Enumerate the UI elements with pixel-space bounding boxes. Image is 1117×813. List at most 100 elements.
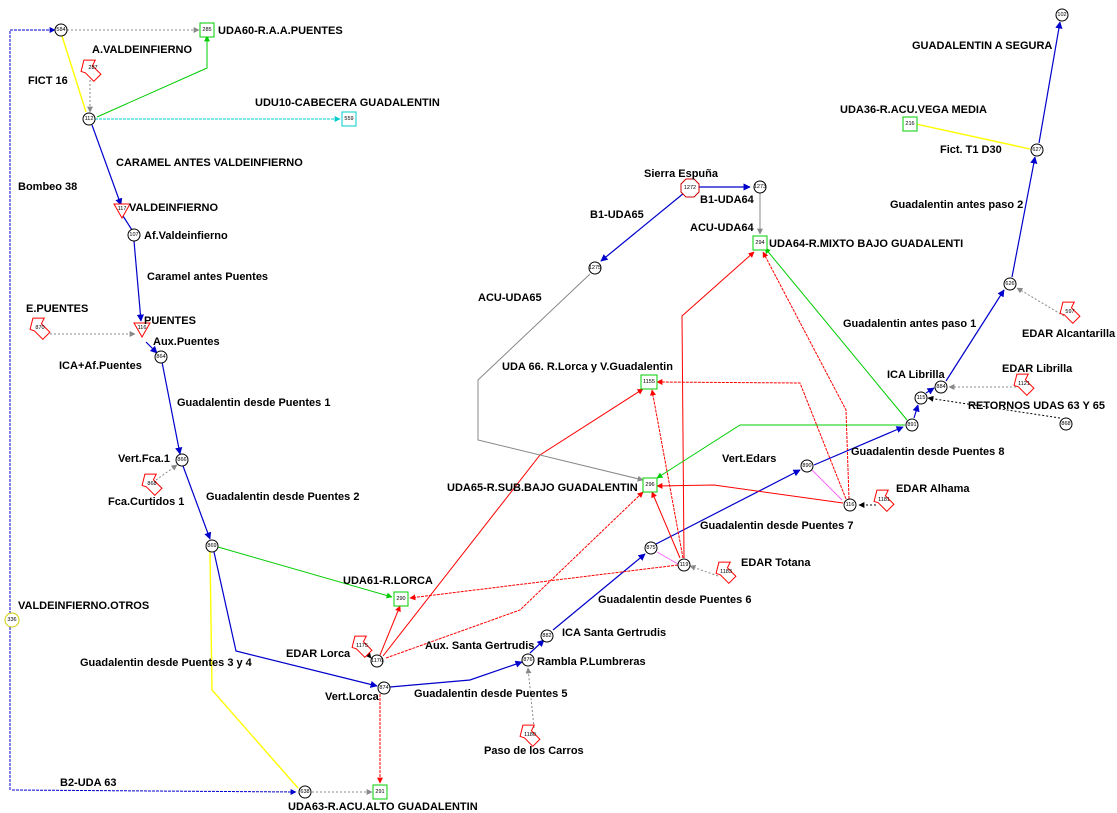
inflow-1180[interactable]: 1180 <box>516 719 544 748</box>
link-gdp6[interactable] <box>552 553 646 631</box>
link-1176-uda61[interactable] <box>379 605 401 656</box>
demand-291[interactable]: 291 <box>372 784 388 800</box>
link-gas[interactable] <box>1038 21 1063 144</box>
link-bombeo-38[interactable] <box>9 27 56 790</box>
demand-216[interactable]: 216 <box>902 116 918 132</box>
svg-text:1155: 1155 <box>643 379 655 385</box>
link-116-296[interactable] <box>656 482 844 504</box>
link-112-uda60[interactable] <box>96 35 210 118</box>
reservoirs: 117 116 <box>113 203 151 339</box>
demand-294[interactable]: 294 <box>752 235 768 251</box>
demand-296[interactable]: 296 <box>642 477 658 493</box>
svg-text:1176: 1176 <box>371 658 383 664</box>
link-869-uda61[interactable] <box>217 546 393 599</box>
link-119-296[interactable] <box>651 491 681 559</box>
node-102[interactable]: 102 <box>1055 8 1069 22</box>
link-gdp34[interactable] <box>213 551 378 688</box>
link-869-638[interactable] <box>209 550 299 789</box>
link-119-uda64[interactable] <box>681 251 755 559</box>
link-caramel-antes-puentes[interactable] <box>133 240 145 322</box>
node-884[interactable]: 884 <box>934 380 948 394</box>
link-1176-1155[interactable] <box>382 388 644 657</box>
link-gdp2[interactable] <box>182 465 212 540</box>
inflow-1121[interactable]: 1121 <box>1010 368 1038 397</box>
link-119-1155[interactable] <box>650 389 684 559</box>
link-aux-puentes[interactable] <box>145 341 158 354</box>
node-868-retornos[interactable]: 868 <box>1059 417 1073 431</box>
label-e-puentes: E.PUENTES <box>26 303 88 315</box>
node-584[interactable]: 584 <box>54 23 68 37</box>
demand-1155[interactable]: 1155 <box>640 374 658 390</box>
node-882[interactable]: 882 <box>540 629 554 643</box>
link-891-296[interactable] <box>656 424 905 479</box>
inflow-597[interactable]: 597 <box>1056 296 1084 325</box>
sierra-espuna-aquifer[interactable]: 1272 <box>680 178 700 198</box>
link-gdp5[interactable] <box>389 660 523 688</box>
link-891-uda64[interactable] <box>764 247 908 421</box>
node-336[interactable]: 336 <box>4 612 20 628</box>
nodes: 584 112 107 864 866 869 1176 874 638 876… <box>4 8 1073 799</box>
link-gap2[interactable] <box>1011 156 1038 278</box>
link-116-890[interactable] <box>811 469 843 501</box>
link-fict16[interactable] <box>61 35 87 113</box>
inflow-1181[interactable]: 1181 <box>870 484 898 513</box>
link-gap1[interactable] <box>945 289 1005 382</box>
link-gdp1[interactable] <box>161 361 183 455</box>
label-gdp6: Guadalentin desde Puentes 6 <box>598 594 751 606</box>
node-627[interactable]: 627 <box>1030 143 1044 157</box>
inflow-1183[interactable]: 1183 <box>712 556 740 585</box>
node-119[interactable]: 119 <box>677 558 691 572</box>
node-869[interactable]: 869 <box>205 539 219 553</box>
inflow-870[interactable]: 870 <box>26 312 54 341</box>
demand-559[interactable]: 559 <box>341 111 357 127</box>
demand-285[interactable]: 285 <box>199 22 215 38</box>
node-875[interactable]: 875 <box>644 541 658 555</box>
node-891[interactable]: 891 <box>905 418 919 432</box>
reservoir-puentes[interactable]: 116 <box>133 322 151 339</box>
svg-text:869: 869 <box>207 543 216 549</box>
link-caramel-antes-valdeinfierno[interactable] <box>91 124 123 206</box>
link-891-115[interactable] <box>912 404 920 419</box>
node-626[interactable]: 626 <box>1003 277 1017 291</box>
link-gdp8[interactable] <box>813 426 904 466</box>
node-1176[interactable]: 1176 <box>370 654 384 668</box>
link-fict-t1-d30[interactable] <box>915 123 1031 150</box>
node-107[interactable]: 107 <box>127 228 141 242</box>
node-890[interactable]: 890 <box>800 459 814 473</box>
inflow-287[interactable]: 287 <box>77 54 105 83</box>
link-b2-uda63[interactable] <box>11 788 297 795</box>
node-864[interactable]: 864 <box>154 350 168 364</box>
link-116-1155[interactable] <box>656 379 847 500</box>
link-gdp7[interactable] <box>655 469 801 545</box>
link-119-875[interactable] <box>656 551 679 565</box>
label-valdeinfierno: VALDEINFIERNO <box>129 202 218 214</box>
link-119-uda61[interactable] <box>409 564 679 601</box>
link-868-866[interactable] <box>155 464 178 481</box>
label-edar-librilla: EDAR Librilla <box>1002 363 1073 375</box>
label-ica-librilla: ICA Librilla <box>887 369 946 381</box>
link-876-882[interactable] <box>529 639 545 654</box>
link-1176-296[interactable] <box>385 491 644 659</box>
link-ica-librilla[interactable] <box>925 387 935 395</box>
node-876[interactable]: 876 <box>521 653 535 667</box>
node-115[interactable]: 115 <box>914 391 928 405</box>
inflow-1175[interactable]: 1175 <box>348 630 376 659</box>
reservoir-valdeinfierno[interactable]: 117 <box>113 203 131 220</box>
demand-290[interactable]: 290 <box>393 591 409 607</box>
node-112[interactable]: 112 <box>82 112 96 126</box>
node-638[interactable]: 638 <box>298 785 312 799</box>
link-116-uda64[interactable] <box>762 251 850 500</box>
node-874[interactable]: 874 <box>377 681 391 695</box>
link-valdeinfierno-107[interactable] <box>122 215 133 231</box>
node-1275[interactable]: 1275 <box>588 261 602 275</box>
inflow-868[interactable]: 868 <box>138 468 166 497</box>
link-1183-119[interactable] <box>689 564 719 577</box>
link-b1-uda65[interactable] <box>600 192 685 262</box>
link-acu-uda65[interactable] <box>477 273 644 482</box>
label-edar-alcantarilla: EDAR Alcantarilla <box>1022 328 1116 340</box>
node-866[interactable]: 866 <box>175 453 189 467</box>
node-1273[interactable]: 1273 <box>753 180 767 194</box>
link-597-626[interactable] <box>1016 287 1065 317</box>
node-116[interactable]: 116 <box>843 498 857 512</box>
label-caramel-antes-puentes: Caramel antes Puentes <box>147 271 268 283</box>
